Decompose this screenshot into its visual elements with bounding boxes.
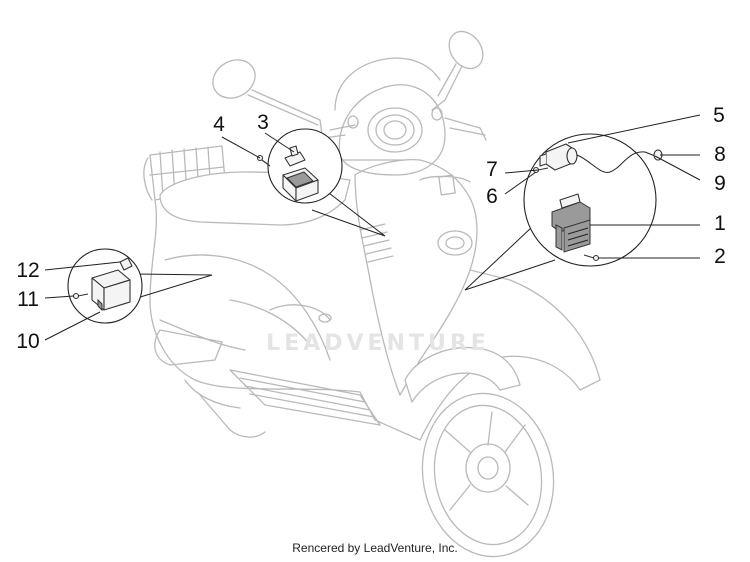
callout-relay-upper <box>221 128 386 237</box>
callout-number-12: 12 <box>16 259 39 282</box>
watermark-text: LEADVENTURE <box>266 331 490 356</box>
callout-number-6: 6 <box>486 185 498 208</box>
callout-number-9: 9 <box>714 172 726 195</box>
callout-number-2: 2 <box>714 245 726 268</box>
callout-number-4: 4 <box>213 113 225 136</box>
callout-relay-left <box>44 248 213 341</box>
callout-regulator-right <box>464 114 701 291</box>
callout-number-8: 8 <box>714 143 726 166</box>
callout-number-7: 7 <box>486 158 498 181</box>
callout-number-1: 1 <box>714 212 726 235</box>
callout-number-11: 11 <box>17 288 39 311</box>
scooter-outline <box>143 30 601 558</box>
credit-footer: Rencered by LeadVenture, Inc. <box>292 541 458 555</box>
callout-number-10: 10 <box>16 330 39 353</box>
callout-number-3: 3 <box>257 111 269 134</box>
callout-number-5: 5 <box>713 104 725 127</box>
